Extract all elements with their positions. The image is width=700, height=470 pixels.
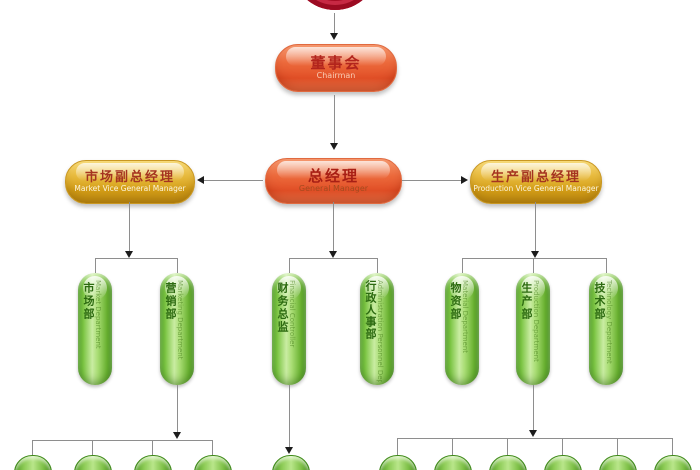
dept-label-en: Technology Department [605,280,613,364]
node-dept-market: 市场部 Market Department [78,273,112,385]
arrowhead-down [330,143,338,150]
connector-line [289,385,290,448]
node-dept-materials: 物资部 Material Department [445,273,479,385]
dept-label-en: Production Department [532,280,540,362]
arrowhead-down [285,447,293,454]
arrowhead-down [531,251,539,258]
connector-line [535,202,536,252]
connector-line [462,258,463,273]
company-logo-circle [292,0,378,10]
node-label-zh: 总经理 [307,167,359,186]
arrowhead-down [329,251,337,258]
node-label-en: Production Vice General Manager [473,184,599,194]
connector-line [562,438,563,455]
connector-line [462,258,607,259]
node-dept-admin-hr: 行政人事部 Administration Personnel Departmen… [360,273,394,385]
bottom-node [379,455,417,470]
connector-line [289,258,290,273]
arrowhead-down [173,432,181,439]
node-label-zh: 董事会 [310,54,362,73]
node-production-vp: 生产副总经理 Production Vice General Manager [470,160,602,204]
node-dept-finance: 财务总监 Financial Controller [272,273,306,385]
bottom-node [544,455,582,470]
bottom-node [654,455,692,470]
node-label-en: General Manager [298,183,369,193]
dept-label-en: Market Department [94,280,102,349]
connector-line [533,385,534,431]
connector-line [397,438,673,439]
connector-line [289,258,378,259]
arrowhead-down [125,251,133,258]
connector-line [334,95,335,144]
node-dept-marketing: 营销部 Marketing Department [160,273,194,385]
connector-line [397,438,398,455]
connector-line [334,13,335,34]
connector-line [32,440,213,441]
dept-label-en: Administration Personnel Department [376,280,384,382]
dept-label-en: Marketing Department [176,280,184,360]
bottom-node [434,455,472,470]
connector-line [507,438,508,455]
dept-label-zh: 财务总监 [276,282,289,334]
bottom-node [194,455,232,470]
connector-line [92,440,93,455]
connector-line [402,180,461,181]
dept-label-en: Financial Controller [288,280,296,348]
arrowhead-right [461,176,468,184]
node-general-manager: 总经理 General Manager [265,158,402,204]
bottom-node [272,455,310,470]
connector-line [177,385,178,433]
node-market-vp: 市场副总经理 Market Vice General Manager [65,160,195,204]
arrowhead-left [197,176,204,184]
connector-line [212,440,213,455]
dept-label-zh: 技术部 [593,282,606,321]
node-chairman: 董事会 Chairman [275,44,397,92]
node-label-zh: 生产副总经理 [490,169,581,185]
connector-line [129,202,130,252]
bottom-node [14,455,52,470]
dept-label-zh: 物资部 [449,282,462,321]
connector-line [672,438,673,455]
connector-line [452,438,453,455]
arrowhead-down [529,430,537,437]
dept-label-en: Material Department [461,280,469,354]
arrowhead-down [330,33,338,40]
connector-line [377,258,378,273]
connector-line [95,258,96,273]
dept-label-zh: 营销部 [164,282,177,321]
dept-label-zh: 市场部 [82,282,95,321]
connector-line [606,258,607,273]
bottom-node [74,455,112,470]
connector-line [533,258,534,273]
connector-line [32,440,33,455]
bottom-node [599,455,637,470]
bottom-node [134,455,172,470]
node-label-en: Market Vice General Manager [74,184,186,194]
connector-line [617,438,618,455]
connector-line [152,440,153,455]
connector-line [95,258,178,259]
node-dept-production: 生产部 Production Department [516,273,550,385]
dept-label-zh: 行政人事部 [364,280,377,340]
node-label-en: Chairman [316,70,356,80]
node-dept-technology: 技术部 Technology Department [589,273,623,385]
dept-label-zh: 生产部 [520,282,533,321]
node-label-zh: 市场副总经理 [84,169,175,185]
connector-line [204,180,263,181]
bottom-node [489,455,527,470]
connector-line [177,258,178,273]
connector-line [333,202,334,252]
